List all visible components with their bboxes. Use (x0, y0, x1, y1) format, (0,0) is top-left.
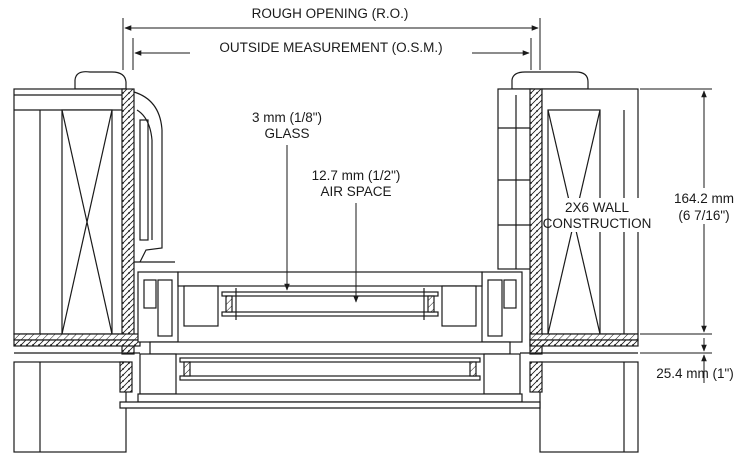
glass-callout-line2: GLASS (264, 126, 309, 141)
wall-callout-line2: CONSTRUCTION (543, 216, 652, 231)
sill-offset-label: 25.4 mm (1") (656, 366, 734, 381)
wall-depth-in: (6 7/16") (678, 208, 729, 223)
rough-opening-label: ROUGH OPENING (R.O.) (252, 6, 409, 21)
wall-depth-mm: 164.2 mm (674, 191, 734, 206)
air-space-callout-line2: AIR SPACE (320, 184, 391, 199)
window-sash-assembly (119, 271, 541, 409)
sill-offset-dimension (640, 338, 712, 383)
left-frame-profile (133, 91, 175, 263)
left-wall (13, 71, 141, 453)
outside-measurement-label: OUTSIDE MEASUREMENT (O.S.M.) (219, 40, 442, 55)
rough-opening-dimension (122, 18, 541, 70)
wall-callout-line1: 2X6 WALL (565, 200, 630, 215)
glass-callout-line1: 3 mm (1/8") (252, 110, 322, 125)
air-space-callout-line1: 12.7 mm (1/2") (312, 168, 401, 183)
